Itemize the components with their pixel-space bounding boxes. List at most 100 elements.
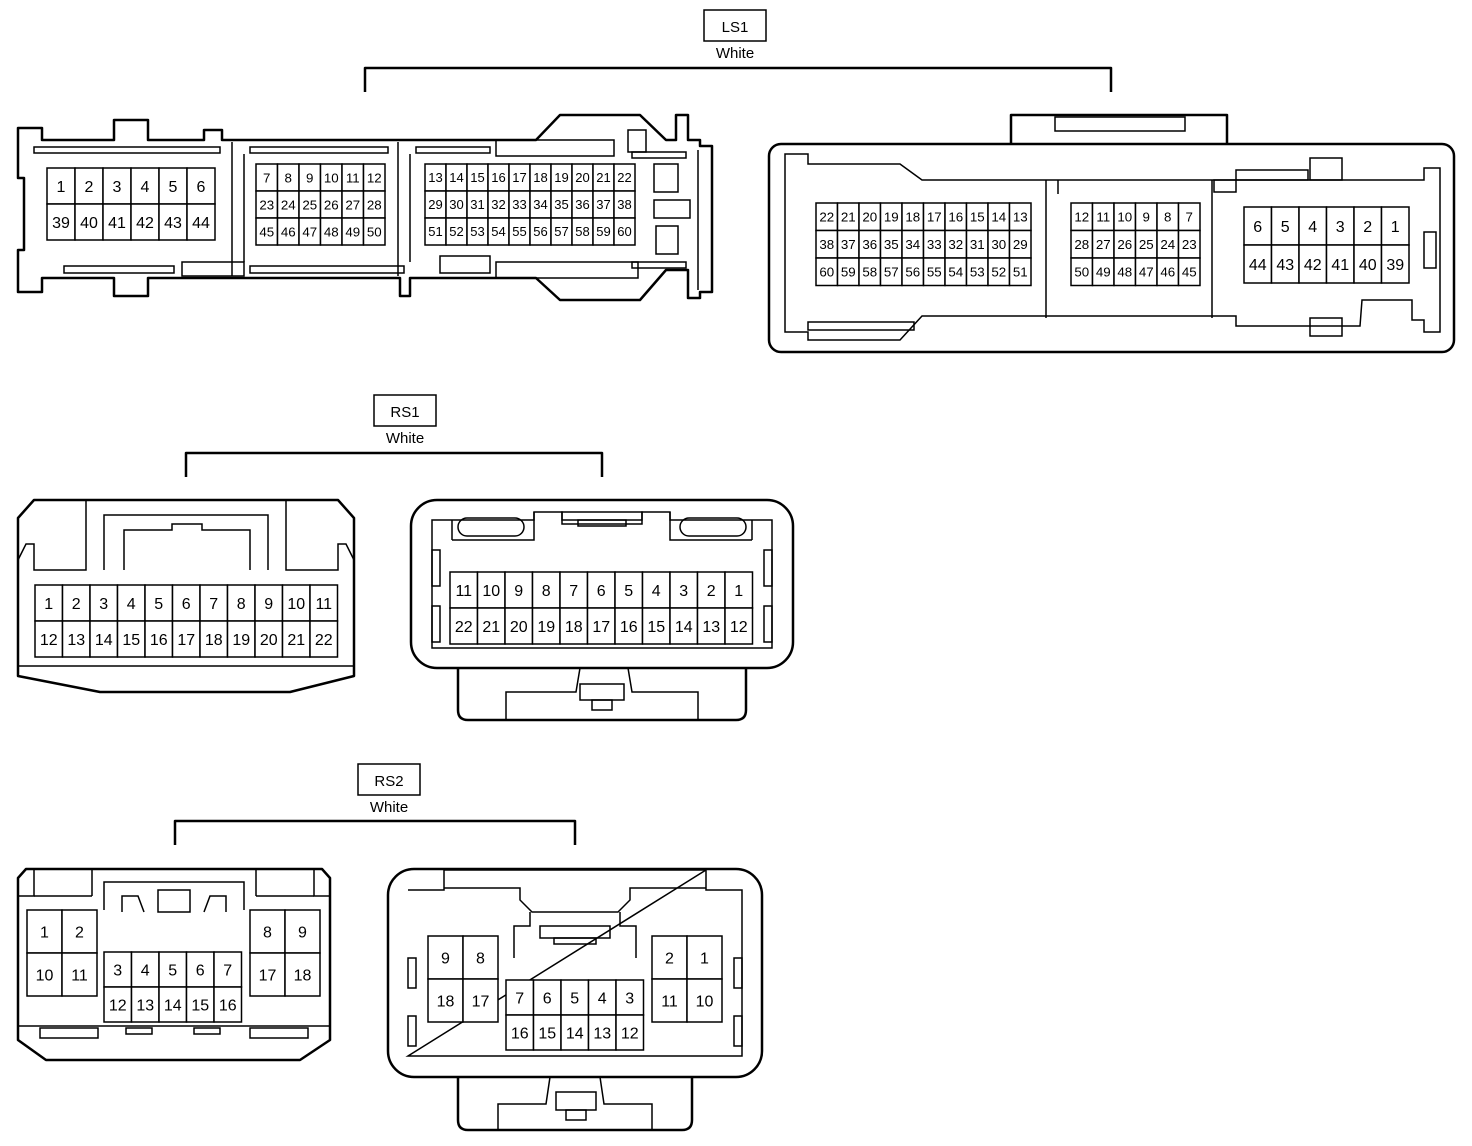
pin-number: 12 [367, 170, 382, 185]
pin-number: 21 [287, 632, 305, 649]
pin-number: 38 [617, 197, 631, 212]
pin-number: 43 [164, 215, 182, 232]
pin-number: 13 [428, 170, 442, 185]
pin-cell [560, 979, 590, 1016]
pin-number: 36 [862, 237, 877, 252]
pin-number: 57 [554, 224, 568, 239]
pin-number: 16 [948, 210, 963, 225]
pin-cell [587, 979, 617, 1016]
pin-cell [213, 986, 243, 1023]
pin-number: 7 [209, 596, 218, 613]
pin-number: 60 [617, 224, 631, 239]
pin-cell [696, 571, 726, 609]
pin-cell [724, 571, 754, 609]
pin-number: 2 [1363, 219, 1372, 236]
pin-cell [462, 935, 499, 980]
pin-number: 3 [625, 990, 634, 1007]
pin-number: 50 [367, 224, 382, 239]
pin-number: 12 [40, 632, 58, 649]
pin-number: 28 [367, 197, 382, 212]
pin-number: 14 [991, 210, 1006, 225]
pin-cell [74, 167, 104, 205]
pin-number: 47 [302, 224, 317, 239]
pin-cell [130, 203, 160, 241]
pin-number: 51 [1013, 265, 1028, 280]
pin-number: 12 [109, 997, 127, 1014]
pin-number: 18 [294, 967, 312, 984]
group-rs2-color: White [370, 799, 408, 816]
pin-cell [89, 584, 119, 622]
pin-number: 48 [1117, 265, 1132, 280]
pin-cell [1008, 257, 1032, 287]
pin-number: 49 [1096, 265, 1111, 280]
pin-number: 17 [259, 967, 277, 984]
pin-number: 19 [537, 619, 555, 636]
pin-number: 23 [1182, 237, 1197, 252]
pin-number: 16 [150, 632, 168, 649]
pin-number: 22 [819, 210, 834, 225]
pin-number: 11 [455, 583, 472, 600]
pin-cell [651, 978, 688, 1023]
pin-number: 4 [1308, 219, 1317, 236]
pin-number: 14 [566, 1025, 584, 1042]
pin-number: 56 [533, 224, 547, 239]
pin-number: 40 [1359, 257, 1377, 274]
pin-number: 7 [569, 583, 578, 600]
pin-number: 8 [476, 950, 485, 967]
group-rs1-label: RS1 [390, 404, 419, 421]
group-rs2-heading: RS2 White [173, 763, 577, 845]
pin-number: 10 [36, 967, 54, 984]
pin-number: 38 [819, 237, 834, 252]
pin-number: 44 [1249, 257, 1267, 274]
pin-number: 41 [1331, 257, 1349, 274]
pin-cell [427, 935, 464, 980]
group-rs1-bracket [184, 451, 604, 477]
pin-cell [130, 167, 160, 205]
pin-number: 3 [99, 596, 108, 613]
pin-number: 16 [511, 1025, 529, 1042]
pin-number: 18 [565, 619, 583, 636]
pin-number: 59 [841, 265, 856, 280]
group-ls1-label-box [703, 9, 767, 42]
pin-number: 3 [1336, 219, 1345, 236]
pin-cell [559, 607, 589, 645]
pin-number: 17 [592, 619, 610, 636]
pin-number: 18 [905, 210, 920, 225]
group-rs2-bracket [173, 819, 577, 845]
pin-cell [505, 979, 535, 1016]
pin-cell [1243, 206, 1273, 246]
pin-number: 15 [122, 632, 140, 649]
pin-number: 1 [1391, 219, 1400, 236]
pin-number: 31 [970, 237, 985, 252]
pin-number: 57 [884, 265, 899, 280]
pin-number: 37 [596, 197, 610, 212]
pin-number: 15 [191, 997, 209, 1014]
pin-number: 1 [57, 179, 66, 196]
pin-number: 5 [169, 179, 178, 196]
pin-number: 10 [482, 583, 500, 600]
pin-number: 28 [1074, 237, 1089, 252]
pin-cell [696, 607, 726, 645]
pin-cell [686, 935, 723, 980]
pin-number: 16 [620, 619, 638, 636]
pin-number: 10 [287, 596, 305, 613]
pin-number: 29 [428, 197, 442, 212]
pin-number: 10 [324, 170, 339, 185]
pin-number: 34 [905, 237, 920, 252]
pin-number: 18 [533, 170, 547, 185]
pin-cell [504, 607, 534, 645]
pin-number: 1 [40, 924, 49, 941]
pin-number: 13 [67, 632, 85, 649]
pin-number: 6 [196, 962, 205, 979]
pin-cell [559, 571, 589, 609]
pin-number: 36 [575, 197, 589, 212]
pin-number: 21 [596, 170, 610, 185]
pin-number: 30 [991, 237, 1006, 252]
pin-number: 26 [324, 197, 339, 212]
pin-number: 29 [1013, 237, 1028, 252]
pin-cell [61, 909, 98, 954]
